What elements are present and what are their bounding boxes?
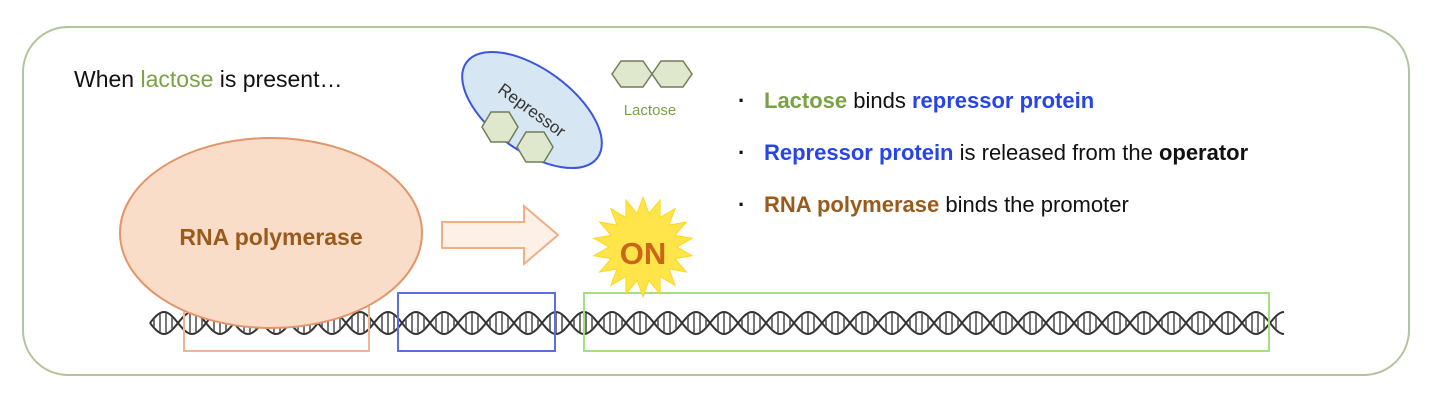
intro-lactose-highlight: lactose — [140, 66, 214, 92]
bound-lactose-hexagon-2 — [516, 131, 554, 163]
on-burst-icon — [592, 195, 694, 299]
intro-prefix: When — [74, 66, 141, 92]
bullet-item: · RNA polymerase binds the promoter — [738, 188, 1248, 240]
bullet-text-part: binds — [847, 88, 912, 113]
intro-text: When lactose is present… — [74, 66, 342, 93]
repressor-protein: Repressor — [461, 50, 603, 170]
lactose-hexagon-2 — [651, 60, 693, 88]
bullet-list: · Lactose binds repressor protein · Repress… — [738, 84, 1248, 240]
bullet-text-part: repressor protein — [911, 88, 1095, 113]
bullet-text-part: operator — [1158, 140, 1249, 165]
lactose-hexagon-1 — [611, 60, 653, 88]
bullet-dot: · — [738, 88, 746, 113]
rna-polymerase-ellipse — [119, 137, 423, 329]
bullet-text-part: Lactose — [764, 88, 848, 113]
intro-suffix: is present… — [213, 66, 343, 92]
bullet-text-part: binds the promoter — [939, 192, 1129, 217]
bullet-item: · Lactose binds repressor protein — [738, 84, 1248, 136]
dna-strand-top — [149, 310, 1285, 336]
right-arrow-icon — [441, 203, 560, 267]
on-label: ON — [620, 236, 667, 271]
lactose-label: Lactose — [624, 102, 677, 119]
diagram-frame — [22, 26, 1410, 376]
gene-region-box — [583, 292, 1270, 352]
bullet-text-part: RNA polymerase — [764, 192, 940, 217]
bullet-dot: · — [738, 140, 746, 165]
rna-polymerase-label: RNA polymerase — [179, 224, 362, 250]
bullet-dot: · — [738, 192, 746, 217]
bullet-item: ·Repressor protein is released from the … — [738, 136, 1248, 188]
bound-lactose-hexagon-1 — [481, 111, 519, 143]
repressor-ellipse — [461, 50, 603, 170]
operator-region-box — [397, 292, 556, 352]
bullet-text-part: is released from the — [953, 140, 1159, 165]
bullet-text-part: Repressor protein — [764, 140, 954, 165]
